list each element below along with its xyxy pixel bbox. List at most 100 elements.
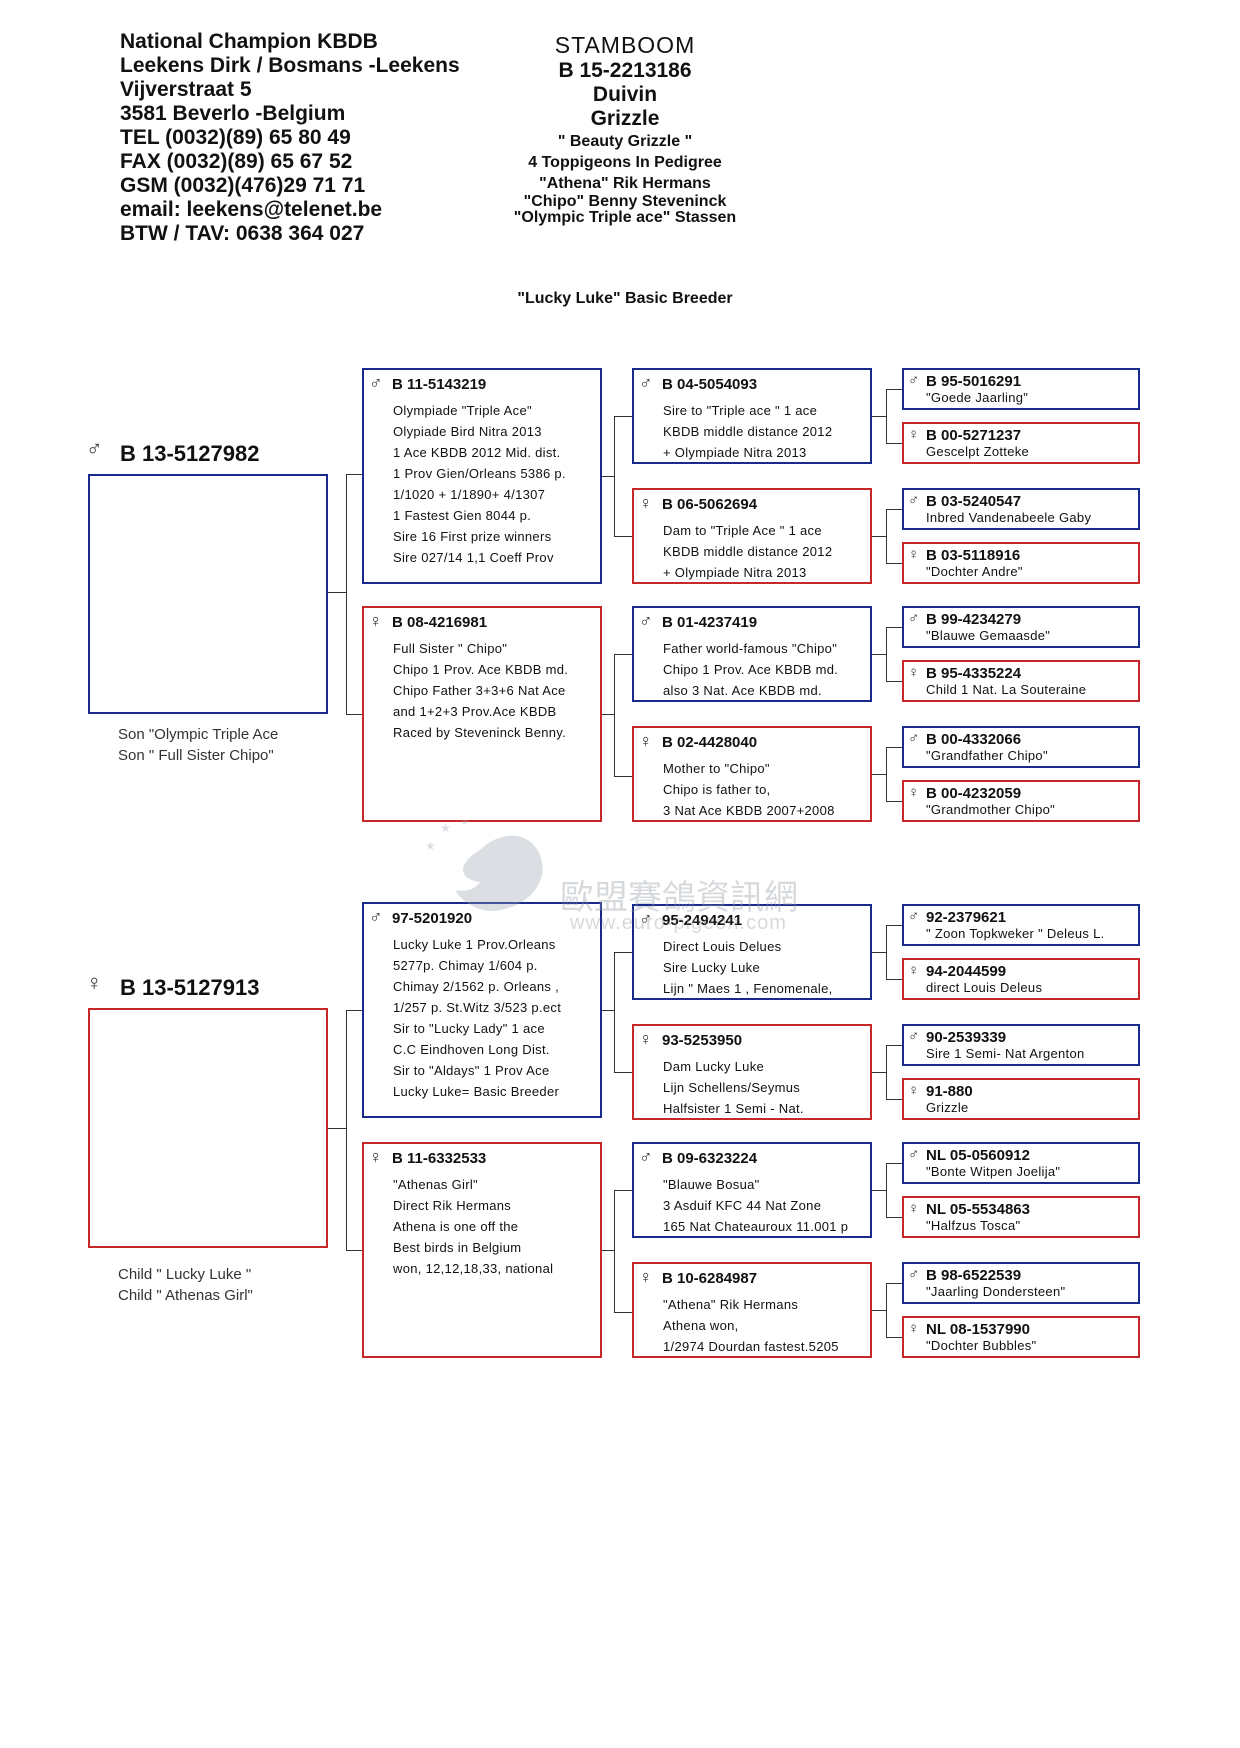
connector-line: [886, 925, 887, 979]
dam-ring-number: B 13-5127913: [120, 975, 259, 1001]
ring-number: B 03-5118916: [926, 547, 1020, 564]
info-line: KBDB middle distance 2012: [663, 541, 832, 562]
connector-line: [872, 1190, 886, 1191]
header-line: Vijverstraat 5: [120, 78, 460, 102]
header-line: email: leekens@telenet.be: [120, 198, 460, 222]
connector-line: [346, 474, 362, 475]
female-symbol-icon: ♀: [908, 1320, 919, 1338]
watermark: ★ ★ ★ 歐盟賽鴿資訊網 www.euro-pigeon.com: [420, 820, 840, 965]
ring-number: NL 05-0560912: [926, 1147, 1030, 1164]
pedigree-box-gen4: ♀ NL 08-1537990 "Dochter Bubbles": [902, 1316, 1140, 1358]
ring-number: B 15-2213186: [460, 59, 790, 83]
info-line: "Blauwe Bosua": [663, 1174, 848, 1195]
connector-line: [886, 389, 887, 443]
connector-line: [602, 714, 614, 715]
info-line: 1/1020 + 1/1890+ 4/1307: [393, 484, 566, 505]
connector-line: [886, 1283, 887, 1337]
info-line: Gescelpt Zotteke: [926, 444, 1029, 460]
female-symbol-icon: ♀: [908, 784, 919, 802]
pedigree-box-gen4: ♂ B 98-6522539 "Jaarling Dondersteen": [902, 1262, 1140, 1304]
header-line: Leekens Dirk / Bosmans -Leekens: [120, 54, 460, 78]
connector-line: [886, 389, 902, 390]
info-line: "Dochter Andre": [926, 564, 1023, 580]
info-line: direct Louis Deleus: [926, 980, 1042, 996]
male-symbol-icon: ♂: [908, 372, 919, 390]
male-symbol-icon: ♂: [908, 730, 919, 748]
connector-line: [886, 509, 902, 510]
pedigree-box-gen4: ♂ NL 05-0560912 "Bonte Witpen Joelija": [902, 1142, 1140, 1184]
subtitle-line: "Olympic Triple ace" Stassen: [460, 210, 790, 226]
pedigree-box-gen4: ♂ B 00-4332066 "Grandfather Chipo": [902, 726, 1140, 768]
svg-text:★: ★: [425, 839, 436, 853]
ring-number: B 11-5143219: [392, 376, 486, 393]
connector-line: [886, 681, 902, 682]
info-line: and 1+2+3 Prov.Ace KBDB: [393, 701, 568, 722]
dam-caption: Child " Lucky Luke " Child " Athenas Gir…: [118, 1264, 253, 1306]
info-line: Mother to "Chipo": [663, 758, 835, 779]
connector-line: [602, 1010, 614, 1011]
pedigree-box-gen4: ♀ B 00-4232059 "Grandmother Chipo": [902, 780, 1140, 822]
pedigree-box-gen4: ♀ NL 05-5534863 "Halfzus Tosca": [902, 1196, 1140, 1238]
connector-line: [872, 536, 886, 537]
connector-line: [886, 747, 887, 801]
male-symbol-icon: ♂: [908, 1028, 919, 1046]
pedigree-box-gen3: ♀ 93-5253950 Dam Lucky Luke Lijn Schelle…: [632, 1024, 872, 1120]
sire-ring-number: B 13-5127982: [120, 441, 259, 467]
info-line: "Bonte Witpen Joelija": [926, 1164, 1060, 1180]
connector-line: [614, 416, 632, 417]
connector-line: [886, 1217, 902, 1218]
connector-line: [346, 1010, 362, 1011]
connector-line: [614, 1190, 632, 1191]
connector-line: [614, 654, 632, 655]
header-line: National Champion KBDB: [120, 30, 460, 54]
info-line: Sir to "Lucky Lady" 1 ace: [393, 1018, 561, 1039]
info-line: Inbred Vandenabeele Gaby: [926, 510, 1091, 526]
male-symbol-icon: ♂: [639, 612, 653, 630]
dam-photo-frame: [88, 1008, 328, 1248]
female-symbol-icon: ♀: [639, 732, 653, 750]
info-line: Chipo 1 Prov. Ace KBDB md.: [393, 659, 568, 680]
pedigree-title-block: STAMBOOM B 15-2213186 Duivin Grizzle " B…: [460, 32, 790, 226]
info-line: + Olympiade Nitra 2013: [663, 562, 832, 583]
connector-line: [602, 1250, 614, 1251]
ring-number: NL 05-5534863: [926, 1201, 1030, 1218]
info-line: Lucky Luke= Basic Breeder: [393, 1081, 561, 1102]
pedigree-box-gen3: ♀ B 10-6284987 "Athena" Rik Hermans Athe…: [632, 1262, 872, 1358]
pedigree-box-gen3: ♂ B 09-6323224 "Blauwe Bosua" 3 Asduif K…: [632, 1142, 872, 1238]
connector-line: [346, 1250, 362, 1251]
connector-line: [614, 416, 615, 536]
connector-line: [886, 1283, 902, 1284]
info-line: KBDB middle distance 2012: [663, 421, 832, 442]
ring-number: 92-2379621: [926, 909, 1006, 926]
caption-line: Child " Lucky Luke ": [118, 1264, 253, 1285]
ring-number: B 00-4332066: [926, 731, 1021, 748]
connector-line: [886, 509, 887, 563]
svg-text:★: ★: [460, 820, 469, 828]
connector-line: [328, 592, 346, 593]
subtitle-line: " Beauty Grizzle ": [460, 131, 790, 152]
page-title: STAMBOOM: [460, 32, 790, 59]
male-symbol-icon: ♂: [908, 908, 919, 926]
connector-line: [886, 627, 887, 681]
ring-number: B 95-5016291: [926, 373, 1021, 390]
connector-line: [614, 776, 632, 777]
info-line: Chipo is father to,: [663, 779, 835, 800]
female-symbol-icon: ♀: [369, 612, 383, 630]
male-symbol-icon: ♂: [639, 374, 653, 392]
connector-line: [886, 747, 902, 748]
connector-line: [872, 654, 886, 655]
info-line: Father world-famous "Chipo": [663, 638, 838, 659]
connector-line: [886, 443, 902, 444]
connector-line: [614, 536, 632, 537]
connector-line: [886, 563, 902, 564]
male-symbol-icon: ♂: [369, 908, 383, 926]
female-symbol-icon: ♀: [908, 962, 919, 980]
info-line: also 3 Nat. Ace KBDB md.: [663, 680, 838, 701]
watermark-url: www.euro-pigeon.com: [570, 912, 787, 935]
info-line: Sire to "Triple ace " 1 ace: [663, 400, 832, 421]
info-line: Dam to "Triple Ace " 1 ace: [663, 520, 832, 541]
sex: Duivin: [460, 83, 790, 107]
info-line: Sire 1 Semi- Nat Argenton: [926, 1046, 1085, 1062]
info-line: Athena is one off the: [393, 1216, 553, 1237]
female-symbol-icon: ♀: [86, 970, 103, 996]
